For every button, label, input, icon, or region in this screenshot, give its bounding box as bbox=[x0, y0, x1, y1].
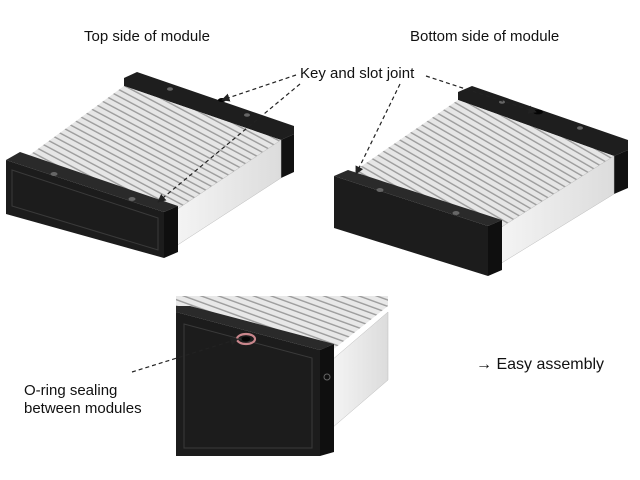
leader-key-top-back bbox=[221, 74, 297, 102]
bolt-hole bbox=[167, 87, 173, 91]
leader-key-top-front bbox=[157, 83, 301, 203]
key-slot-label: Key and slot joint bbox=[300, 65, 415, 82]
front-frame-end bbox=[488, 220, 502, 276]
front-frame-face bbox=[176, 312, 320, 456]
bolt-hole bbox=[577, 126, 583, 130]
oring-label-line2: between modules bbox=[24, 400, 142, 417]
front-frame-face bbox=[6, 160, 164, 258]
leader-key-bottom-back bbox=[425, 75, 537, 114]
end-screw bbox=[323, 373, 331, 381]
bolt-hole bbox=[452, 211, 460, 215]
oring-label-line1: O-ring sealing bbox=[24, 382, 118, 399]
front-frame-end bbox=[164, 206, 178, 258]
bolt-hole bbox=[499, 100, 505, 104]
back-frame-side bbox=[614, 150, 628, 194]
front-frame-inset bbox=[183, 323, 313, 449]
front-frame-inset bbox=[11, 169, 159, 251]
back-frame-side bbox=[281, 134, 294, 178]
oring-port bbox=[241, 336, 251, 342]
closeup-module bbox=[176, 296, 389, 456]
bottom-side-module bbox=[334, 86, 628, 276]
bolt-hole bbox=[50, 172, 58, 176]
easy-assembly-label: → Easy assembly bbox=[476, 356, 605, 373]
fin-surface bbox=[176, 296, 388, 352]
top-side-module bbox=[6, 72, 294, 258]
top-side-title: Top side of module bbox=[84, 28, 210, 45]
back-frame-bar bbox=[124, 72, 294, 140]
leader-lines bbox=[131, 74, 537, 373]
front-frame-face bbox=[334, 176, 488, 276]
front-frame-end bbox=[320, 344, 334, 456]
bottom-side-title: Bottom side of module bbox=[410, 28, 560, 45]
bolt-hole bbox=[244, 113, 250, 117]
front-frame-top bbox=[6, 152, 178, 212]
leader-key-bottom-front bbox=[355, 83, 401, 175]
leader-oring bbox=[131, 337, 239, 373]
bolt-hole bbox=[128, 197, 136, 201]
front-frame-top bbox=[176, 306, 334, 350]
bolt-hole bbox=[376, 188, 384, 192]
front-frame-top bbox=[334, 170, 502, 226]
